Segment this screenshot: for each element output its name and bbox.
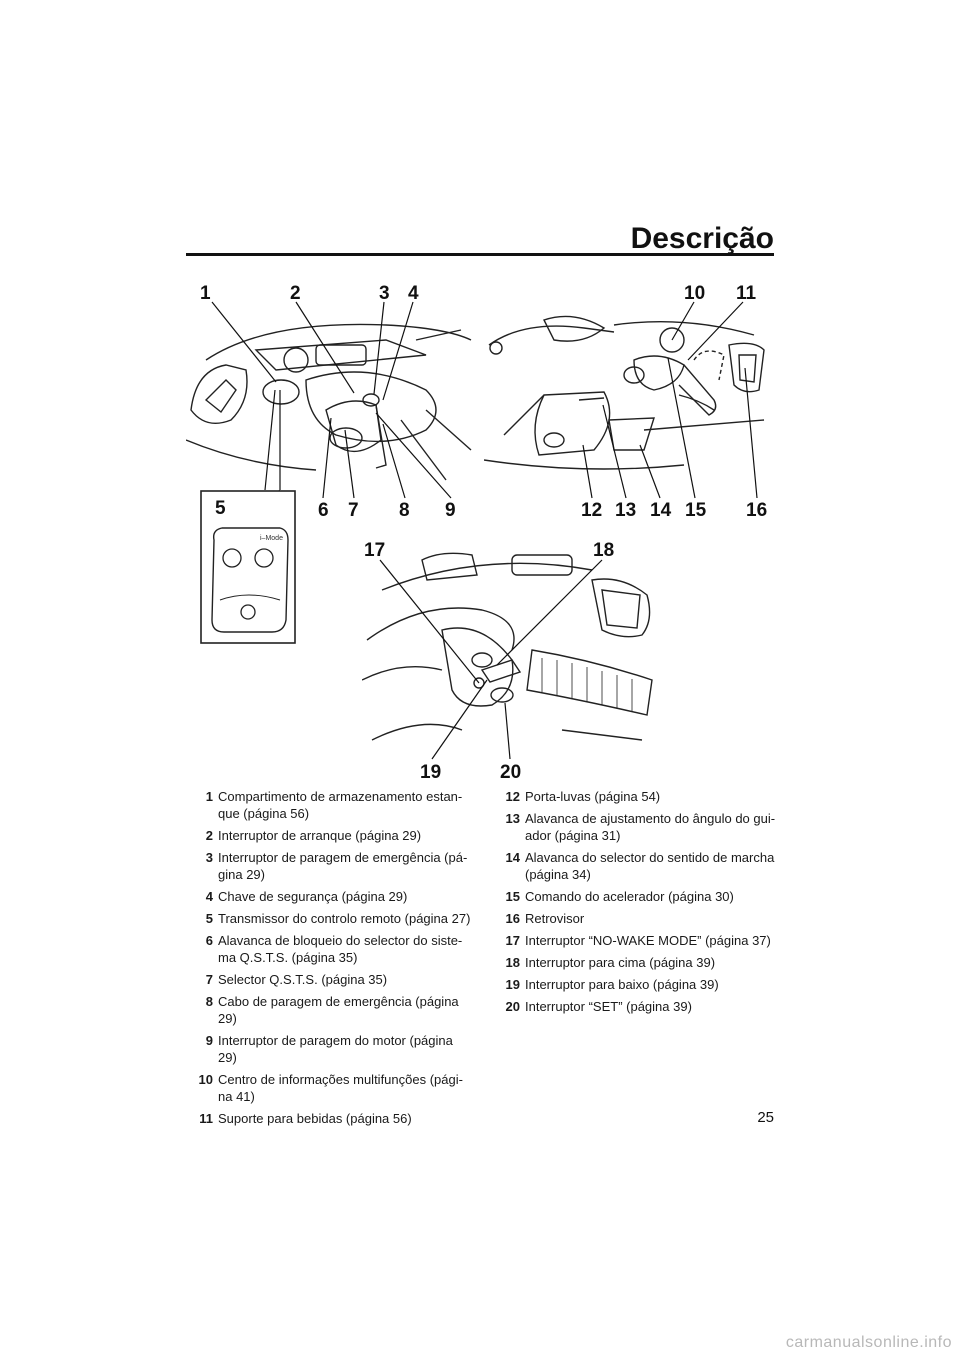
callout-9: 9 — [445, 500, 456, 521]
callout-19: 19 — [420, 762, 442, 783]
callout-18: 18 — [593, 540, 615, 561]
callout-4: 4 — [408, 283, 419, 304]
callout-14: 14 — [650, 500, 672, 521]
console-right-drawing — [484, 315, 765, 470]
callout-6: 6 — [318, 500, 329, 521]
handlebar-drawing — [362, 552, 653, 741]
figure-handlebar — [362, 540, 662, 760]
callout-7: 7 — [348, 500, 359, 521]
callout-13: 13 — [615, 500, 637, 521]
figure-console-left — [186, 300, 476, 490]
console-left-drawing — [186, 323, 472, 481]
callout-11: 11 — [736, 283, 757, 304]
callout-17: 17 — [364, 540, 386, 561]
remote-inset-drawing: i–Mode — [200, 490, 296, 644]
callout-3: 3 — [379, 283, 390, 304]
title-rule — [186, 253, 774, 256]
callout-8: 8 — [399, 500, 410, 521]
callout-15: 15 — [685, 500, 707, 521]
page-title: Descrição — [630, 222, 774, 255]
callout-16: 16 — [746, 500, 768, 521]
page-number: 25 — [757, 1109, 774, 1126]
remote-label: i–Mode — [260, 535, 283, 542]
figure-console-right — [484, 300, 774, 490]
callout-1: 1 — [200, 283, 211, 304]
callout-2: 2 — [290, 283, 301, 304]
callout-20: 20 — [500, 762, 522, 783]
watermark[interactable]: carmanualsonline.info — [785, 1334, 952, 1351]
callout-10: 10 — [684, 283, 706, 304]
callout-5: 5 — [215, 498, 226, 519]
figure-remote-inset: i–Mode — [200, 490, 296, 644]
callout-12: 12 — [581, 500, 603, 521]
